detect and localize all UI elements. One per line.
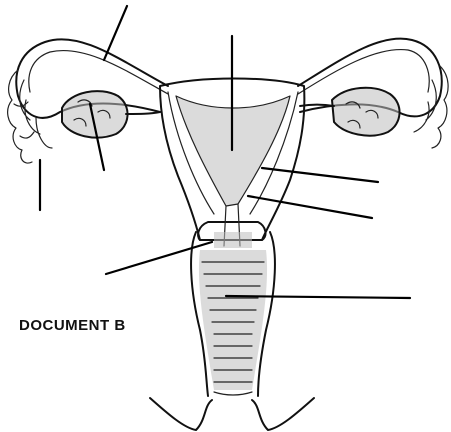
vulva [150, 398, 314, 430]
left-ovarian-ligament [126, 112, 160, 114]
right-ovary [332, 88, 400, 136]
leader-cervical-canal [248, 196, 372, 218]
right-fimbriae [414, 66, 448, 148]
left-fimbriae [8, 70, 52, 163]
vagina [191, 232, 275, 396]
document-label: DOCUMENT B [19, 317, 126, 334]
cervix [198, 204, 265, 248]
leader-cervix [106, 242, 212, 274]
left-fallopian-tube-inner [29, 51, 168, 94]
leader-fallopian-tube [104, 6, 127, 60]
leader-uterus-wall [262, 168, 378, 182]
